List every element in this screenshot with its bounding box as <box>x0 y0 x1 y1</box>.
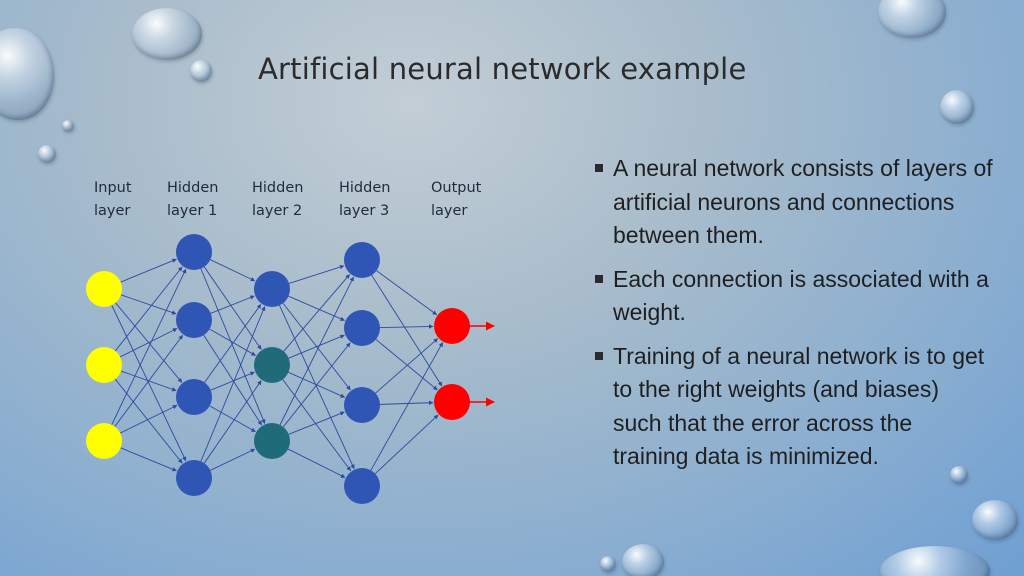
hidden-2-neuron <box>254 347 290 383</box>
connection-edge <box>209 328 256 356</box>
network-neurons <box>86 234 470 504</box>
layer-label-output: Output layer <box>431 180 482 219</box>
connection-edge <box>288 411 345 435</box>
connection-edge <box>379 400 434 406</box>
connection-edge <box>375 338 439 394</box>
bullet-item: Training of a neural network is to get t… <box>593 340 993 474</box>
connection-edge <box>210 259 256 282</box>
water-drop-decoration <box>622 544 664 576</box>
output-neuron <box>434 308 470 344</box>
input-neuron <box>86 271 122 307</box>
connection-edge <box>120 447 177 472</box>
hidden-2-neuron <box>254 271 290 307</box>
water-drop-decoration <box>62 120 74 132</box>
water-drop-decoration <box>600 556 616 572</box>
bullet-item: Each connection is associated with a wei… <box>593 263 993 330</box>
water-drop-decoration <box>38 145 56 163</box>
connection-edge <box>114 378 183 464</box>
layer-label-hidden-3: Hidden layer 3 <box>339 180 391 219</box>
hidden-3-neuron <box>344 468 380 504</box>
connection-edge <box>200 306 266 462</box>
hidden-3-neuron <box>344 310 380 346</box>
input-neuron <box>86 347 122 383</box>
hidden-1-neuron <box>176 302 212 338</box>
connection-edge <box>379 324 434 329</box>
hidden-1-neuron <box>176 460 212 496</box>
connection-edge <box>203 266 262 350</box>
output-neuron <box>434 384 470 420</box>
connection-edge <box>210 371 255 391</box>
water-drop-decoration <box>940 90 974 124</box>
layer-label-input: Input layer <box>94 180 132 219</box>
connection-edge <box>282 379 352 472</box>
connection-edge <box>120 294 177 315</box>
connection-edge <box>370 342 444 471</box>
hidden-1-neuron <box>176 234 212 270</box>
connection-edge <box>203 380 262 464</box>
connection-edge <box>119 328 178 358</box>
connection-edge <box>210 295 255 314</box>
connection-edge <box>203 334 263 426</box>
bullet-list: A neural network consists of layers of a… <box>593 152 993 484</box>
connection-edge <box>114 334 184 427</box>
water-drop-decoration <box>132 8 202 60</box>
connection-edge <box>279 276 354 426</box>
water-drop-decoration <box>950 466 968 484</box>
connection-edge <box>371 274 443 387</box>
hidden-3-neuron <box>344 242 380 278</box>
connection-edge <box>288 264 345 284</box>
connection-edge <box>288 334 345 359</box>
connection-edge <box>376 270 438 316</box>
connection-edge <box>209 405 256 433</box>
connection-edge <box>375 339 438 391</box>
connection-edge <box>114 266 183 352</box>
connection-edge <box>204 304 262 383</box>
hidden-3-neuron <box>344 387 380 423</box>
connection-edge <box>282 342 351 428</box>
hidden-2-neuron <box>254 423 290 459</box>
connection-edge <box>111 305 187 462</box>
layer-label-hidden-2: Hidden layer 2 <box>252 180 304 219</box>
layer-label-hidden-1: Hidden layer 1 <box>167 180 219 219</box>
water-drop-decoration <box>972 500 1018 540</box>
water-drop-decoration <box>190 60 212 82</box>
connection-edge <box>283 274 350 352</box>
connection-edge <box>200 268 266 424</box>
connection-edge <box>374 414 439 475</box>
connection-edge <box>288 295 345 321</box>
connection-edge <box>111 268 187 425</box>
slide-title: Artificial neural network example <box>258 52 747 86</box>
connection-edge <box>210 448 256 471</box>
network-connections <box>111 258 495 478</box>
connection-edge <box>287 448 346 478</box>
hidden-1-neuron <box>176 379 212 415</box>
connection-edge <box>279 305 355 470</box>
bullet-item: A neural network consists of layers of a… <box>593 152 993 253</box>
connection-edge <box>120 258 177 283</box>
connection-edge <box>119 404 178 434</box>
input-neuron <box>86 423 122 459</box>
